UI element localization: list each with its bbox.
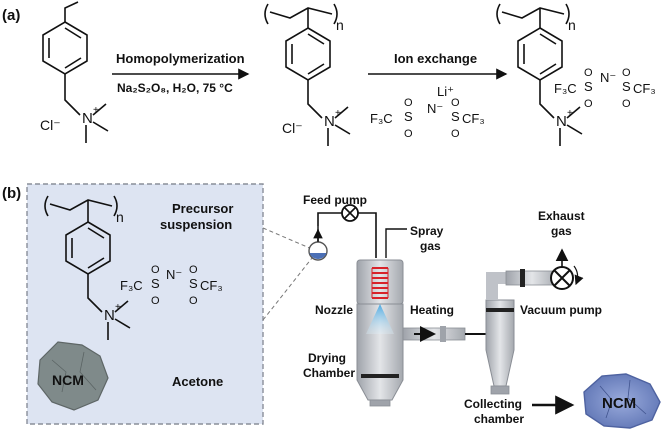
svg-text:O: O	[622, 98, 631, 110]
polymer-chloride-n: n	[336, 17, 344, 33]
panel-b-label: (b)	[2, 185, 21, 202]
svg-text:O: O	[151, 264, 160, 276]
polymer-chloride-ammonium: N	[324, 113, 335, 130]
ncm-precursor-particle	[37, 341, 109, 411]
svg-text:F₃C: F₃C	[554, 81, 577, 96]
svg-text:CF₃: CF₃	[200, 278, 223, 293]
svg-text:CF₃: CF₃	[633, 81, 656, 96]
litfsi-o4: O	[451, 128, 460, 140]
feed-line	[317, 212, 377, 258]
chamber-ring	[361, 374, 399, 378]
svg-text:F₃C: F₃C	[120, 278, 143, 293]
spray-gas-label-2: gas	[420, 239, 441, 253]
precursor-label-line2: suspension	[160, 217, 232, 232]
ion-exchange-label: Ion exchange	[394, 51, 477, 66]
vacuum-pump-label: Vacuum pump	[520, 303, 602, 317]
precursor-polymer-n: n	[116, 209, 124, 225]
spray-gas-line	[385, 228, 407, 258]
pipe-flange	[440, 326, 446, 342]
drying-chamber-label-2: Chamber	[303, 366, 355, 380]
heating-label: Heating	[410, 303, 454, 317]
svg-text:S: S	[584, 79, 593, 94]
exhaust-riser	[486, 272, 510, 300]
ncm-precursor-cracks	[51, 351, 97, 393]
svg-text:O: O	[622, 67, 631, 79]
lithium-ion: Li⁺	[437, 84, 454, 99]
spray-cone	[366, 304, 394, 334]
svg-text:N⁻: N⁻	[600, 70, 616, 85]
zoom-line-top	[262, 227, 313, 250]
panel-a-label: (a)	[2, 7, 20, 24]
chamber-outlet	[369, 399, 391, 407]
collecting-label-2: chamber	[474, 412, 524, 426]
exhaust-flange	[520, 269, 525, 287]
polymer-tfsi-n: n	[568, 17, 576, 33]
litfsi-s-right: S	[451, 109, 460, 124]
litfsi-cf3-right: CF₃	[462, 111, 485, 126]
spray-gas-label-1: Spray	[410, 224, 444, 238]
cyclone-separator	[485, 299, 515, 387]
precursor-ammonium: N	[104, 307, 115, 324]
svg-text:O: O	[584, 98, 593, 110]
polymer-chloride-ion: Cl⁻	[282, 120, 303, 136]
monomer-plus: +	[93, 105, 99, 116]
svg-text:O: O	[151, 295, 160, 307]
tfsi-anion-a: F₃C S O O N⁻ S O O CF₃	[554, 67, 656, 110]
monomer-n: N	[82, 110, 93, 127]
litfsi-o2: O	[404, 128, 413, 140]
cyclone-ring	[486, 308, 514, 312]
zoom-line-bottom	[262, 257, 313, 321]
polymer-tfsi-ammonium: N	[556, 113, 567, 130]
exhaust-label-1: Exhaust	[538, 209, 585, 223]
polymer-chloride-plus: +	[335, 108, 341, 119]
svg-text:S: S	[622, 79, 631, 94]
litfsi-cf3-left: F₃C	[370, 111, 393, 126]
litfsi-reagent: Li⁺ F₃C S O O N⁻ S O O CF₃	[370, 84, 485, 140]
ncm-product-label: NCM	[602, 395, 636, 412]
vacuum-pump-icon	[550, 265, 584, 290]
precursor-polymer-structure	[44, 195, 131, 340]
ncm-product-particle	[583, 373, 661, 429]
collector-vessel	[490, 385, 510, 395]
nozzle-label: Nozzle	[315, 303, 353, 317]
litfsi-o3: O	[451, 97, 460, 109]
homopolymerization-conditions: Na₂S₂O₈, H₂O, 75 °C	[117, 81, 233, 95]
precursor-plus: +	[115, 302, 121, 313]
svg-text:O: O	[189, 295, 198, 307]
svg-text:O: O	[189, 264, 198, 276]
litfsi-o1: O	[404, 97, 413, 109]
svg-text:N⁻: N⁻	[166, 267, 182, 282]
polymer-tfsi-plus: +	[567, 108, 573, 119]
svg-text:S: S	[151, 276, 160, 291]
feed-pump-label: Feed pump	[303, 193, 367, 207]
ncm-product-cracks	[599, 379, 647, 419]
tfsi-anion-b: F₃C S O O N⁻ S O O CF₃	[120, 264, 223, 307]
monomer-structure	[42, 1, 109, 143]
feed-pump-icon	[341, 204, 359, 222]
svg-text:O: O	[584, 67, 593, 79]
polymer-chloride-structure	[264, 3, 351, 146]
heating-coil	[371, 267, 389, 299]
litfsi-s-left: S	[404, 109, 413, 124]
exhaust-label-2: gas	[551, 224, 572, 238]
monomer-chloride: Cl⁻	[40, 117, 61, 133]
polymer-tfsi-structure	[496, 3, 583, 146]
collecting-label-1: Collecting	[464, 397, 522, 411]
drying-chamber-label-1: Drying	[308, 351, 346, 365]
litfsi-n: N⁻	[427, 101, 443, 116]
precursor-label-line1: Precursor	[172, 201, 233, 216]
homopolymerization-label: Homopolymerization	[116, 51, 245, 66]
svg-text:S: S	[189, 276, 198, 291]
acetone-label: Acetone	[172, 374, 223, 389]
ncm-precursor-label: NCM	[52, 372, 84, 388]
